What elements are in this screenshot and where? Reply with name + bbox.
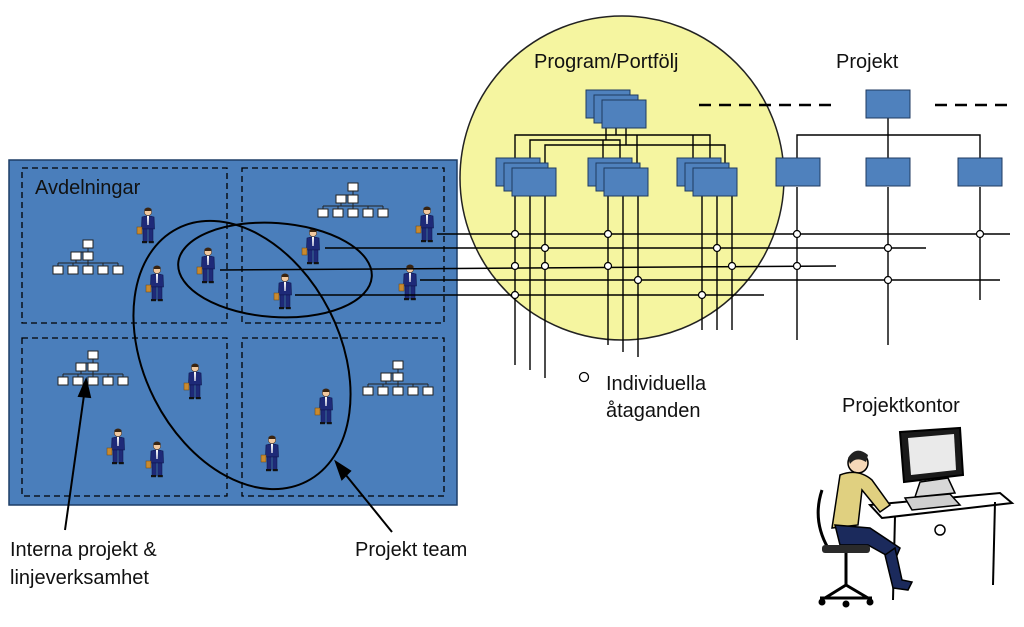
project-team-label: Projekt team: [355, 539, 468, 561]
project-tree-lines: [699, 103, 1010, 345]
legend-node-icon: [578, 371, 590, 383]
department-quadrant-bottom-right: [241, 337, 445, 497]
program-box-stack-left: [495, 157, 557, 197]
departments-label: Avdelningar: [35, 177, 141, 199]
project-box-middle: [865, 157, 911, 187]
project-box-left: [775, 157, 821, 187]
program-portfolio-label: Program/Portfölj: [534, 51, 679, 73]
project-box-right: [957, 157, 1003, 187]
project-team-ellipse-small: [177, 221, 373, 319]
individual-commitments-label-line2: åtaganden: [606, 400, 701, 422]
internal-projects-label-line1: Interna projekt &: [10, 539, 157, 561]
computer-worker-icon: [816, 426, 1015, 608]
annotation-arrows: [64, 376, 393, 533]
program-box-stack-right: [676, 157, 738, 197]
program-box-stack-middle: [587, 157, 649, 197]
department-quadrant-top-right: [241, 167, 445, 324]
department-quadrant-top-left: [21, 167, 228, 324]
project-office-label: Projektkontor: [842, 395, 960, 417]
individual-commitments-label-line1: Individuella: [606, 373, 707, 395]
project-label: Projekt: [836, 51, 899, 73]
project-box-top: [865, 89, 911, 119]
program-box-stack-top: [585, 89, 647, 129]
internal-projects-label-line2: linjeverksamhet: [10, 567, 149, 589]
commitment-nodes: [510, 229, 985, 300]
departments-block: [8, 159, 458, 506]
department-quadrant-bottom-left: [21, 337, 228, 497]
project-team-ellipse-large: [132, 219, 352, 491]
